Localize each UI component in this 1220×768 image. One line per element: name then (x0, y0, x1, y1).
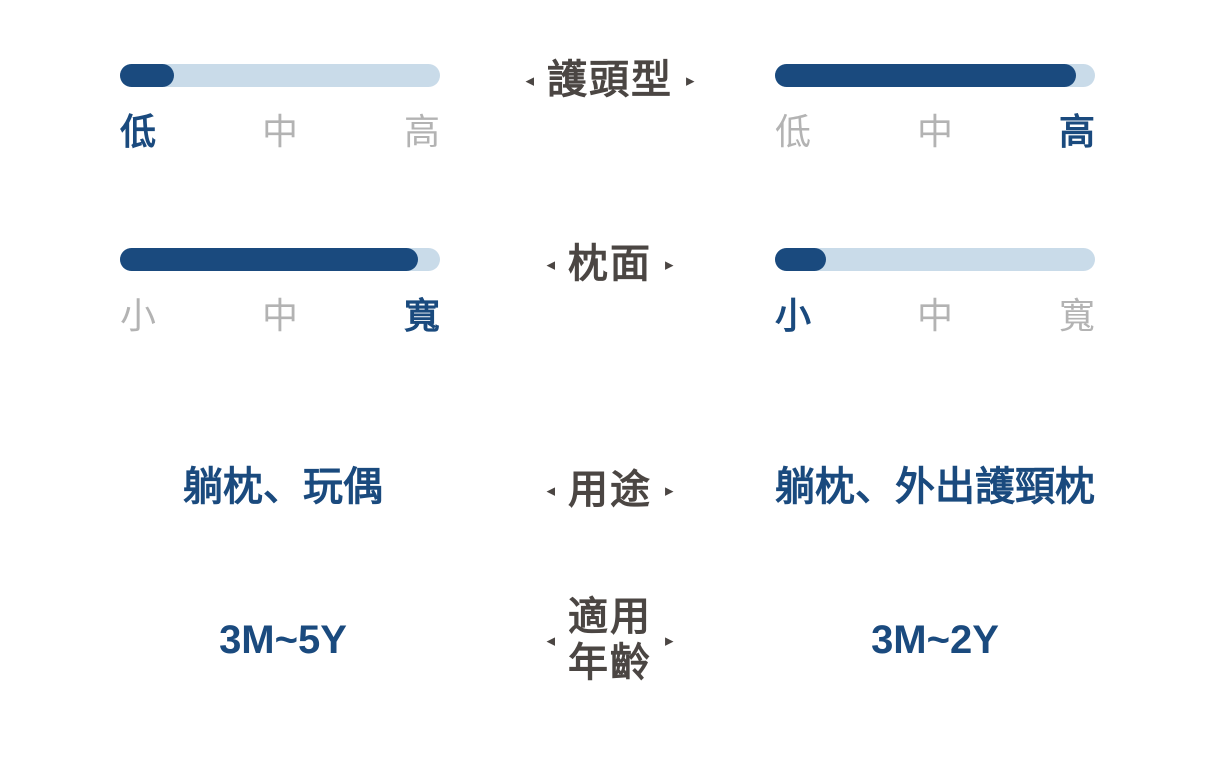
right-arrow-icon: ▸ (665, 255, 674, 275)
left-arrow-icon: ◂ (546, 481, 555, 501)
level-bar (775, 248, 1095, 271)
category-headtype: ◂ 護頭型 ▸ (460, 57, 760, 103)
usage-left-value: 躺枕、玩偶 (183, 465, 383, 509)
left-arrow-icon: ◂ (546, 631, 555, 651)
scale-label-wide: 寬 (1058, 295, 1095, 336)
surface-left-cell: 小 中 寬 (120, 248, 440, 334)
headtype-left-cell: 低 中 高 (120, 64, 440, 150)
scale-labels: 小 中 寬 (775, 298, 1095, 334)
category-usage: ◂ 用途 ▸ (460, 467, 760, 513)
scale-labels: 小 中 寬 (120, 298, 440, 334)
level-bar-fill (775, 64, 1076, 87)
right-arrow-icon: ▸ (686, 71, 695, 91)
headtype-right-cell: 低 中 高 (775, 64, 1095, 150)
scale-label-mid: 中 (916, 295, 953, 336)
category-age: ◂ 適用 年齡 ▸ (460, 594, 760, 686)
scale-label-low: 低 (775, 111, 812, 152)
left-arrow-icon: ◂ (546, 255, 555, 275)
left-arrow-icon: ◂ (525, 71, 534, 91)
age-right-value: 3M~2Y (871, 618, 999, 662)
scale-label-small: 小 (120, 295, 157, 336)
category-label: 枕面 (568, 242, 652, 286)
right-arrow-icon: ▸ (665, 631, 674, 651)
category-surface: ◂ 枕面 ▸ (460, 241, 760, 287)
scale-label-low: 低 (120, 111, 157, 152)
surface-right-cell: 小 中 寬 (775, 248, 1095, 334)
scale-label-mid: 中 (261, 295, 298, 336)
scale-labels: 低 中 高 (120, 114, 440, 150)
scale-label-mid: 中 (261, 111, 298, 152)
category-label: 用途 (568, 468, 652, 512)
scale-label-high: 高 (1058, 111, 1095, 152)
level-bar (775, 64, 1095, 87)
scale-label-wide: 寬 (403, 295, 440, 336)
category-label-line1: 適用 (568, 595, 652, 639)
usage-right-value: 躺枕、外出護頸枕 (775, 465, 1095, 509)
level-bar-fill (120, 248, 418, 271)
scale-label-small: 小 (775, 295, 812, 336)
scale-labels: 低 中 高 (775, 114, 1095, 150)
category-label: 適用 年齡 (568, 594, 652, 686)
category-label: 護頭型 (547, 58, 673, 102)
category-label-line2: 年齡 (568, 641, 652, 685)
age-left-value: 3M~5Y (219, 618, 347, 662)
scale-label-mid: 中 (916, 111, 953, 152)
scale-label-high: 高 (403, 111, 440, 152)
level-bar (120, 64, 440, 87)
level-bar-fill (120, 64, 175, 87)
level-bar (120, 248, 440, 271)
right-arrow-icon: ▸ (665, 481, 674, 501)
level-bar-fill (775, 248, 827, 271)
